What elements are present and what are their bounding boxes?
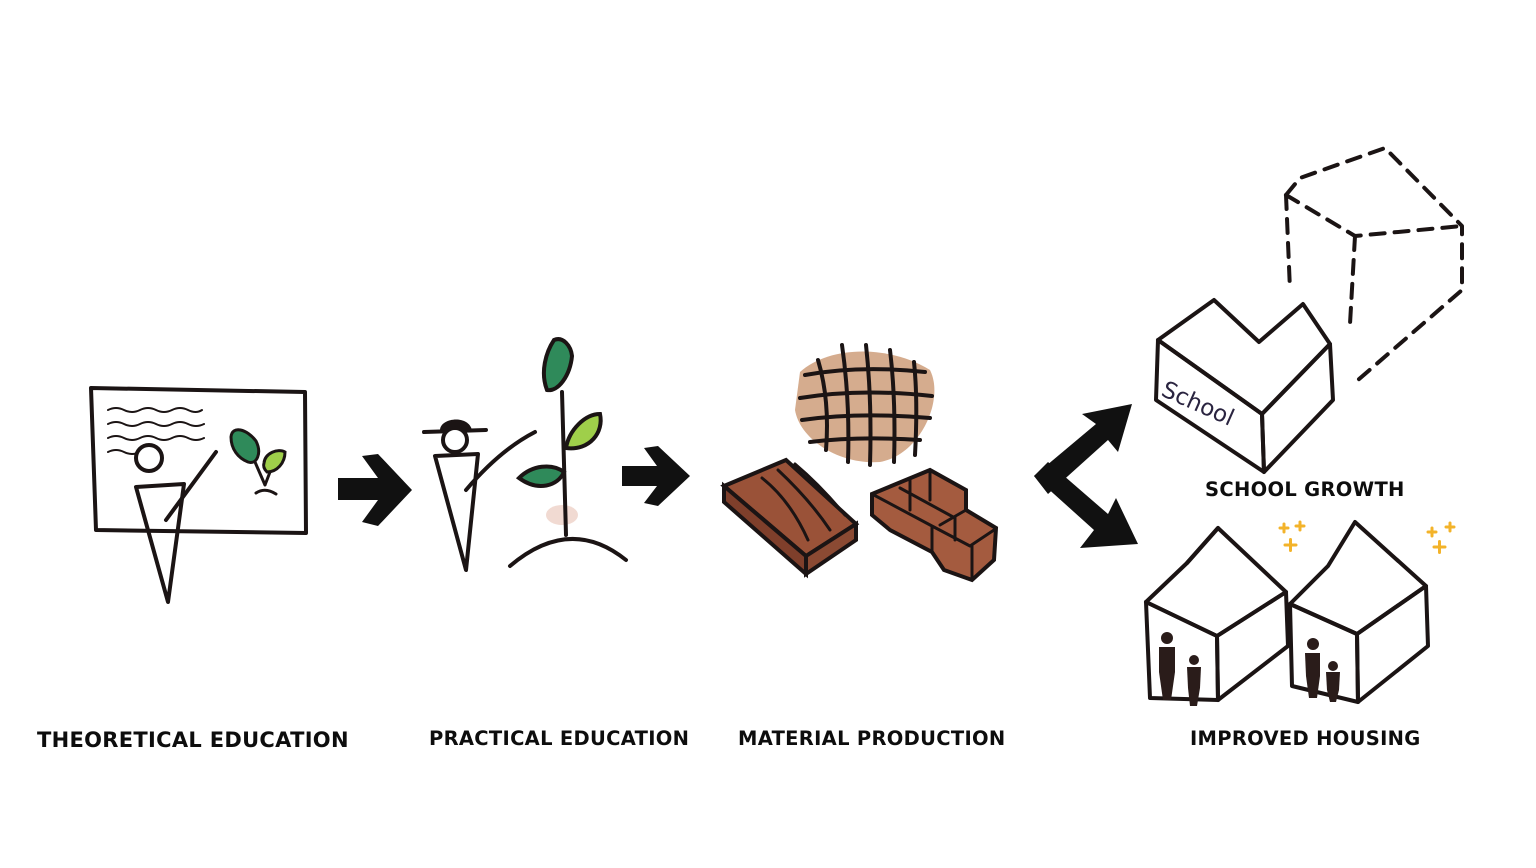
farmer-plant-icon — [422, 337, 628, 572]
stage-label-theoretical-education: THEORETICAL EDUCATION — [37, 728, 349, 752]
arrow-right-icon — [338, 454, 412, 526]
people-icon — [1159, 632, 1201, 706]
house-right-icon — [1288, 520, 1430, 704]
school-building-icon — [1154, 146, 1464, 474]
sparkle-icon — [1278, 520, 1456, 554]
thatch-mat-icon — [795, 343, 935, 467]
whiteboard-teacher-icon — [89, 386, 308, 604]
brick-stack-icon — [870, 467, 999, 583]
stage-label-practical-education: PRACTICAL EDUCATION — [429, 727, 690, 750]
house-left-icon — [1144, 526, 1290, 702]
people-icon — [1305, 638, 1340, 702]
split-arrows-icon — [1034, 404, 1138, 548]
stage-label-school-growth: SCHOOL GROWTH — [1205, 478, 1405, 501]
stage-label-material-production: MATERIAL PRODUCTION — [738, 727, 1006, 750]
school-sign-text: School — [1158, 377, 1238, 432]
timber-plank-icon — [720, 457, 860, 579]
arrow-right-icon — [622, 446, 690, 506]
stage-label-improved-housing: IMPROVED HOUSING — [1190, 727, 1421, 750]
